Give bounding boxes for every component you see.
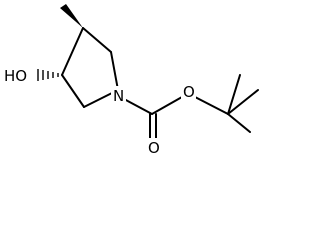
bond-tbu-methyl-down [227, 113, 251, 133]
carbonyl-oxygen-label: O [146, 138, 161, 157]
ester-oxygen-text: O [183, 83, 195, 101]
bond-c5-n [110, 51, 119, 91]
bond-tbu-methyl-right [227, 89, 259, 115]
hydroxyl-text: HO [4, 67, 27, 85]
bond-c4-c5 [82, 27, 112, 53]
bond-c3-c4 [61, 27, 84, 76]
bond-c2-c3 [61, 74, 85, 108]
boc-group [123, 74, 259, 141]
bond-carbonyl-ester-o [151, 96, 183, 115]
ring-nitrogen-text: N [113, 87, 124, 105]
carbonyl-oxygen-text: O [148, 139, 160, 157]
bond-tbu-methyl-up [227, 74, 241, 115]
methyl-wedge-bond [60, 4, 83, 28]
hydroxyl-label: HO [2, 66, 32, 85]
bond-n-carbonyl [123, 98, 153, 115]
bond-ester-o-tbu [194, 96, 229, 115]
structure-diagram: HO N O O [2, 4, 259, 157]
ring-nitrogen-label: N [111, 86, 126, 105]
hydroxyl-hash-bond [37, 69, 59, 81]
ester-oxygen-label: O [181, 82, 196, 101]
pyrrolidine-ring [61, 27, 119, 108]
